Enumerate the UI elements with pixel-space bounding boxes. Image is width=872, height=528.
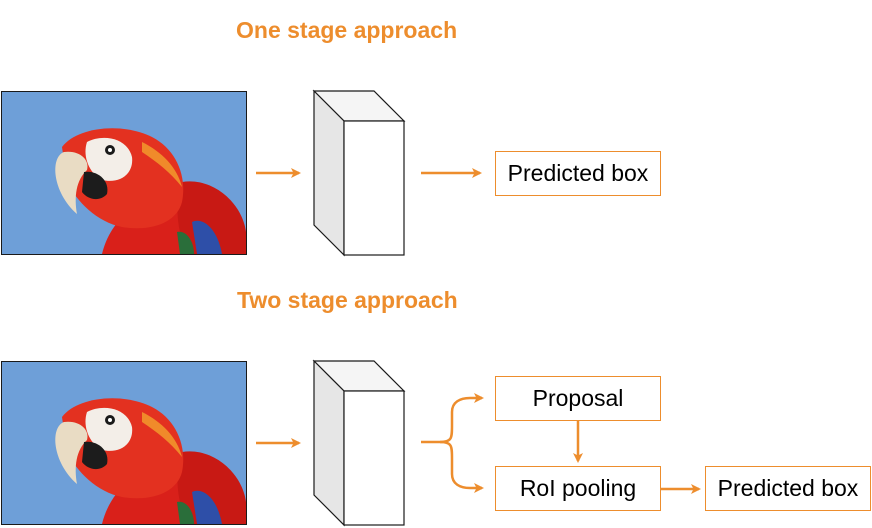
proposal-box: Proposal [495, 376, 661, 421]
two-stage-title: Two stage approach [237, 287, 458, 313]
branch-bracket [421, 393, 484, 493]
predicted-box-two-stage: Predicted box [705, 466, 871, 511]
parrot-image [1, 361, 247, 525]
roi-pooling-box: RoI pooling [495, 466, 661, 511]
predicted-box-one-stage: Predicted box [495, 151, 661, 196]
cnn-block [312, 359, 406, 527]
cnn-block [312, 89, 406, 257]
parrot-image [1, 91, 247, 255]
one-stage-title: One stage approach [236, 17, 458, 43]
